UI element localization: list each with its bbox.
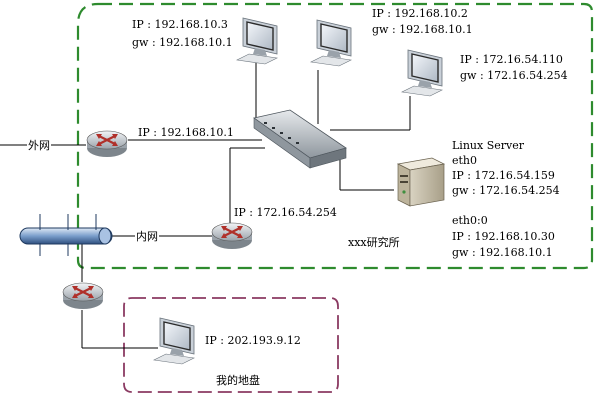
- router-icon: [210, 221, 254, 251]
- internal-net-label-backing: [135, 229, 159, 243]
- server-icon: [396, 157, 446, 207]
- switch-icon: [253, 109, 347, 169]
- institute-label: xxx研究所: [348, 235, 400, 249]
- computer-icon: [236, 17, 278, 65]
- pc-right-ip: IP : 172.16.54.110: [460, 53, 563, 66]
- external-net-label: 外网: [28, 139, 50, 152]
- computer-icon: [153, 317, 195, 365]
- server-title: Linux Server: [452, 139, 525, 152]
- router-icon: [85, 129, 129, 159]
- institute-zone-boundary: [76, 2, 594, 270]
- router-outer-ip: IP : 192.168.10.1: [138, 126, 234, 139]
- router-icon: [61, 281, 105, 311]
- network-links: [0, 56, 411, 349]
- internal-net-label: 内网: [136, 229, 158, 243]
- home-pc-ip: IP : 202.193.9.12: [205, 334, 301, 347]
- server-eth0: eth0: [452, 154, 477, 167]
- network-backbone-icon: [19, 214, 113, 256]
- server-eth0-ip: IP : 172.16.54.159: [452, 169, 555, 182]
- pc-top-left-ip: IP : 192.168.10.3: [132, 18, 228, 31]
- computer-icon: [310, 19, 352, 67]
- router-inner-ip: IP : 172.16.54.254: [234, 206, 337, 219]
- home-zone-boundary: [123, 297, 339, 393]
- server-eth00: eth0:0: [452, 214, 488, 227]
- pc-right-gw: gw : 172.16.54.254: [460, 69, 568, 82]
- pc-top-mid-gw: gw : 192.168.10.1: [372, 23, 473, 36]
- pc-top-mid-ip: IP : 192.168.10.2: [372, 7, 468, 20]
- server-eth0-gw: gw : 172.16.54.254: [452, 184, 560, 197]
- home-label: 我的地盘: [216, 373, 260, 387]
- pc-top-left-gw: gw : 192.168.10.1: [132, 36, 233, 49]
- server-eth00-gw: gw : 192.168.10.1: [452, 246, 553, 259]
- external-net-label-backing: [27, 139, 51, 152]
- computer-icon: [401, 49, 443, 97]
- server-eth00-ip: IP : 192.168.10.30: [452, 230, 555, 243]
